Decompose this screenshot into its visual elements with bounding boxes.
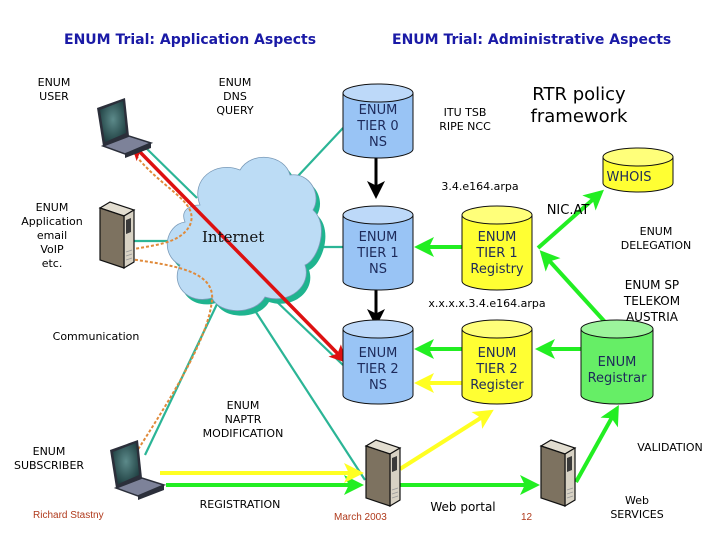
footer-date: March 2003 bbox=[334, 512, 387, 523]
cylinder-tier2-register bbox=[461, 319, 533, 405]
label-enum-user: ENUM USER bbox=[37, 76, 71, 103]
cylinder-registrar bbox=[580, 319, 654, 405]
label-rtr-policy: RTR policy framework bbox=[530, 84, 628, 127]
footer-author: Richard Stastny bbox=[33, 510, 104, 521]
label-enum-sp: ENUM SP TELEKOM AUSTRIA bbox=[623, 278, 681, 324]
server-icon-web-services bbox=[539, 439, 577, 508]
cylinder-tier1-registry bbox=[461, 205, 533, 291]
label-web-services: Web SERVICES bbox=[610, 494, 664, 521]
cylinder-tier2-ns bbox=[342, 319, 414, 405]
label-nic-at: NIC.AT bbox=[546, 203, 590, 218]
cyl-label-tier2-ns: ENUM TIER 2 NS bbox=[357, 346, 399, 393]
label-enum-delegation: ENUM DELEGATION bbox=[620, 225, 692, 252]
label-communication: Communication bbox=[52, 330, 140, 343]
yellow-arrows bbox=[160, 373, 494, 483]
label-enum-dns-query: ENUM DNS QUERY bbox=[216, 76, 254, 117]
cyl-label-tier2-register: ENUM TIER 2 Register bbox=[470, 346, 524, 393]
cylinder-tier1-ns bbox=[342, 205, 414, 291]
label-enum-application: ENUM Application email VoIP etc. bbox=[21, 201, 83, 270]
arrow-registrar-registry bbox=[539, 250, 607, 324]
laptop-icon bbox=[97, 98, 154, 158]
laptop-icon bbox=[110, 440, 167, 500]
arrow-webportal-register bbox=[398, 409, 494, 471]
cylinder-whois bbox=[602, 147, 674, 193]
footer-page: 12 bbox=[521, 512, 533, 523]
cylinder-tier0-ns bbox=[342, 83, 414, 159]
red-query-arrow bbox=[130, 142, 347, 363]
cyl-label-whois: WHOIS bbox=[606, 170, 652, 185]
label-registration: REGISTRATION bbox=[199, 498, 281, 511]
title-administrative-aspects: ENUM Trial: Administrative Aspects bbox=[392, 32, 672, 48]
cyl-label-tier1-ns: ENUM TIER 1 NS bbox=[357, 230, 399, 277]
server-icon-web-portal bbox=[364, 439, 402, 508]
link-user-cloud bbox=[144, 146, 198, 199]
label-web-portal: Web portal bbox=[430, 500, 496, 514]
cyl-label-tier1-registry: ENUM TIER 1 Registry bbox=[470, 230, 524, 277]
server-icon-application bbox=[98, 201, 136, 270]
label-zone-tier0: 3.4.e164.arpa bbox=[441, 180, 519, 193]
title-application-aspects: ENUM Trial: Application Aspects bbox=[64, 32, 317, 48]
cyl-label-tier0-ns: ENUM TIER 0 NS bbox=[357, 103, 399, 150]
label-enum-naptr-modification: ENUM NAPTR MODIFICATION bbox=[202, 399, 284, 440]
green-arrows bbox=[166, 189, 619, 495]
label-zone-tier1: x.x.x.x.3.4.e164.arpa bbox=[428, 297, 546, 310]
cyl-label-registrar: ENUM Registrar bbox=[587, 355, 647, 386]
label-enum-subscriber: ENUM SUBSCRIBER bbox=[13, 445, 85, 472]
arrow-registry-whois bbox=[536, 189, 604, 250]
label-itu-tsb: ITU TSB RIPE NCC bbox=[439, 106, 491, 133]
internet-label: Internet bbox=[202, 228, 265, 246]
label-validation: VALIDATION bbox=[637, 441, 703, 454]
arrow-webservices-registrar bbox=[574, 405, 619, 483]
